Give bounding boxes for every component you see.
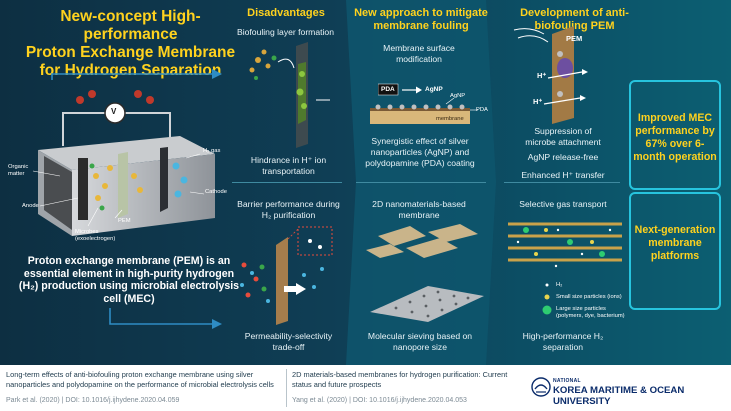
mec-cell-illustration (32, 90, 215, 236)
footer-separator (286, 369, 287, 407)
development-heading: Development of anti-biofouling PEM (520, 7, 629, 32)
tradeoff-label: Permeability-selectivity trade-off (244, 331, 333, 352)
gas-transport-label: Selective gas transport (519, 199, 607, 209)
pda-small-label: PDA (476, 107, 488, 113)
label-organic-matter: Organic matter (8, 164, 29, 177)
agnp-text: AgNP (425, 86, 443, 93)
divider-center-top (356, 182, 486, 183)
reference-1-title: Long-term effects of anti-biofouling pro… (6, 370, 274, 389)
barrier-label: Barrier performance during H₂ purificati… (237, 199, 340, 220)
footer: Long-term effects of anti-biofouling pro… (0, 365, 731, 411)
hindrance-label: Hindrance in H⁺ ion transportation (250, 155, 327, 176)
h2-separation-label: High-performance H₂ separation (522, 331, 604, 352)
feature-h-transfer: Enhanced H⁺ transfer (521, 170, 605, 180)
title-line-1: New-concept High-performance (60, 8, 201, 43)
label-anode: Anode (22, 203, 39, 209)
reference-1-meta: Park et al. (2020) | DOI: 10.1016/j.ijhy… (6, 397, 180, 404)
h-plus-1: H⁺ (537, 71, 547, 80)
reference-2-meta: Yang et al. (2020) | DOI: 10.1016/j.ijhy… (292, 397, 467, 404)
antifouling-pem-illustration (513, 26, 588, 124)
divider-right-top (504, 182, 620, 183)
2d-membrane-label: 2D nanomaterials-based membrane (372, 199, 466, 220)
reference-2-title: 2D materials-based membranes for hydroge… (292, 370, 508, 389)
infographic-canvas: New-concept High-performance Proton Exch… (0, 0, 731, 365)
disadvantages-heading: Disadvantages (247, 7, 325, 19)
2d-sheets-illustration (366, 224, 478, 258)
barrier-illustration (240, 226, 333, 325)
legend-markers (542, 283, 552, 315)
feature-suppression: Suppression of microbe attachment (525, 126, 601, 147)
legend-h2: H₂ (556, 282, 563, 288)
nanopore-illustration (370, 286, 484, 322)
surface-mod-label: Membrane surface modification (383, 43, 455, 64)
label-h2-gas: H₂ gas (203, 148, 221, 154)
dev-pem-label: PEM (566, 34, 583, 43)
highlight-box-1 (629, 80, 721, 190)
intro-text: Proton exchange membrane (PEM) is an ess… (18, 255, 240, 305)
biofouling-illustration (249, 42, 330, 148)
sieving-label: Molecular sieving based on nanopore size (367, 331, 473, 352)
university-emblem-icon (531, 377, 551, 397)
highlight-box-2 (629, 192, 721, 310)
highlight-platforms: Next-generation membrane platforms (634, 224, 716, 262)
legend-large-particles: Large size particles (polymers, dye, bac… (556, 306, 625, 319)
legend-small-particles: Small size particles (ions) (556, 294, 622, 300)
approach-heading: New approach to mitigate membrane foulin… (354, 7, 488, 32)
highlight-performance: Improved MEC performance by 67% over 6-m… (633, 112, 717, 163)
label-cathode: Cathode (205, 189, 227, 195)
h-plus-2: H⁺ (533, 97, 543, 106)
flow-arrow-bottom (109, 308, 222, 329)
feature-agnp-free: AgNP release-free (527, 152, 599, 162)
pda-agnp-arrow (378, 83, 422, 96)
synergistic-label: Synergistic effect of silver nanoparticl… (365, 136, 475, 168)
agnp-small-label: AgNP (450, 93, 466, 99)
label-pem: PEM (118, 218, 131, 224)
label-microbes: Microbes (exoelectrogen) (75, 229, 116, 242)
membrane-small-label: membrane (436, 116, 464, 122)
voltage-symbol: V (111, 107, 117, 116)
title-line-2: Proton Exchange Membrane (25, 44, 236, 61)
pda-text: PDA (381, 86, 395, 93)
membrane-coating-illustration (370, 98, 478, 124)
flow-arrow-top (51, 69, 222, 80)
biofouling-label: Biofouling layer formation (237, 27, 334, 37)
university-name: KOREA MARITIME & OCEAN UNIVERSITY (553, 385, 685, 407)
gas-transport-illustration (508, 222, 622, 268)
divider-left-top (232, 182, 342, 183)
university-national: NATIONAL (553, 378, 581, 384)
